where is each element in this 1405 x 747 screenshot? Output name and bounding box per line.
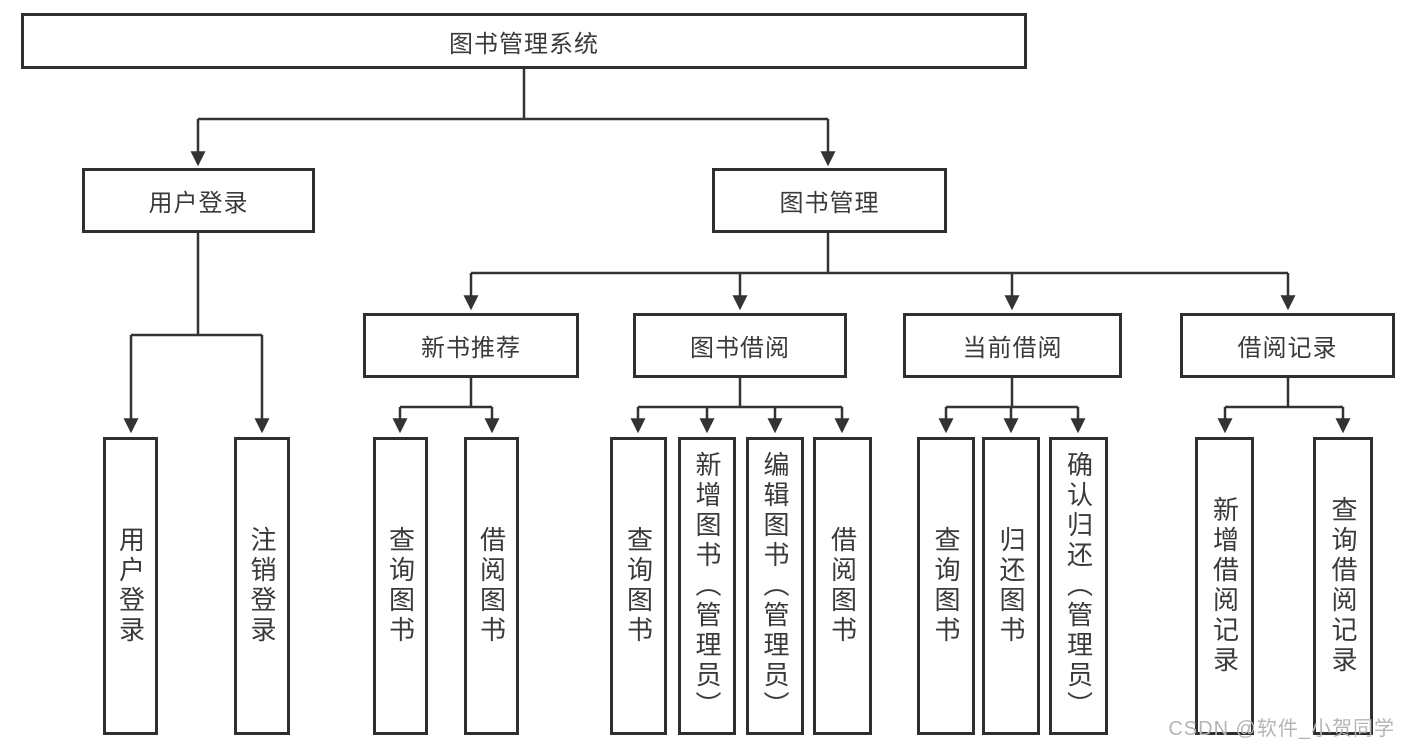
leaf-user-login: 用户登录 — [103, 437, 158, 735]
leaf-borrow-books-recommend: 借阅图书 — [464, 437, 519, 735]
leaf-return-book: 归还图书 — [982, 437, 1040, 735]
csdn-watermark: CSDN @软件_小贺同学 — [1168, 718, 1395, 740]
leaf-add-book-admin: 新增图书（管理员） — [678, 437, 736, 735]
node-borrow-records: 借阅记录 — [1180, 313, 1395, 378]
leaf-query-books-current: 查询图书 — [917, 437, 975, 735]
leaf-borrow-books: 借阅图书 — [813, 437, 872, 735]
node-book-borrow: 图书借阅 — [633, 313, 847, 378]
leaf-query-books-recommend: 查询图书 — [373, 437, 428, 735]
leaf-edit-book-admin: 编辑图书（管理员） — [746, 437, 804, 735]
leaf-logout: 注销登录 — [234, 437, 290, 735]
node-book-management: 图书管理 — [712, 168, 947, 233]
leaf-query-borrow-record: 查询借阅记录 — [1313, 437, 1373, 735]
leaf-add-borrow-record: 新增借阅记录 — [1195, 437, 1254, 735]
node-user-login: 用户登录 — [82, 168, 315, 233]
node-library-management-system: 图书管理系统 — [21, 13, 1027, 69]
leaf-query-books-borrow: 查询图书 — [610, 437, 667, 735]
node-new-book-recommend: 新书推荐 — [363, 313, 579, 378]
node-current-borrow: 当前借阅 — [903, 313, 1122, 378]
leaf-confirm-return-admin: 确认归还（管理员） — [1049, 437, 1108, 735]
